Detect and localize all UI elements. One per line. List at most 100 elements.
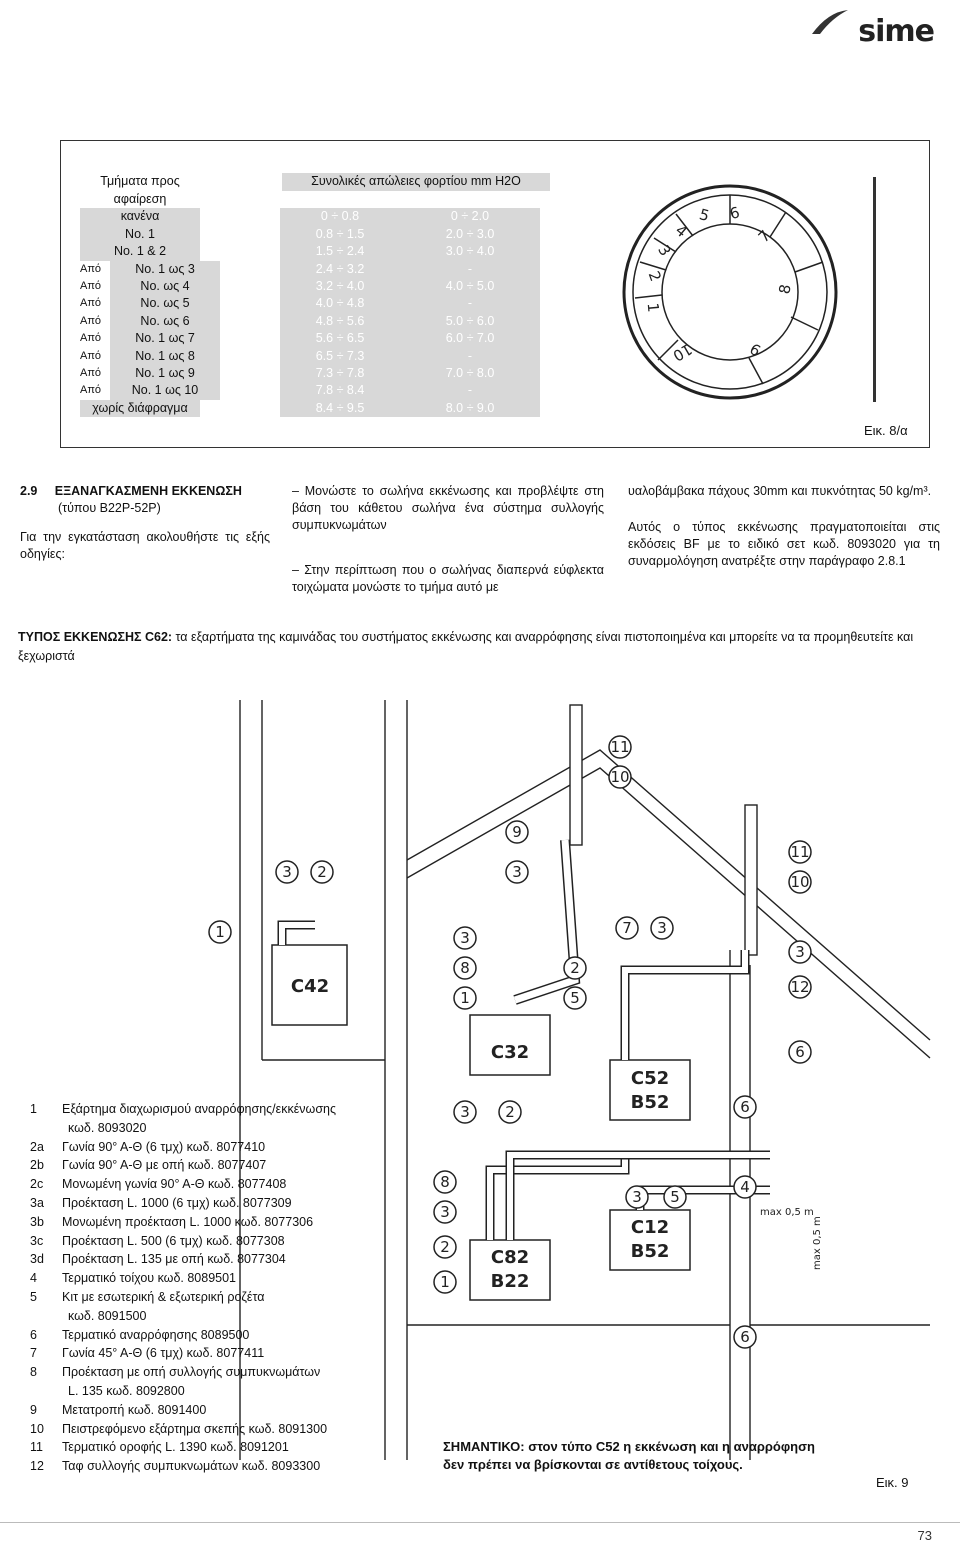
legend-number: 12: [30, 1459, 44, 1474]
legend-number: 10: [30, 1421, 44, 1436]
table-cell-25bf: -: [400, 347, 540, 365]
brand-logo: sime: [858, 14, 935, 49]
section-bullet-1: – Μονώστε το σωλήνα εκκένωσης και προβλέ…: [292, 484, 604, 532]
legend-text: Μονωμένη προέκταση L. 1000 κωδ. 8077306: [62, 1214, 314, 1229]
legend-text: Προέκταση L. 500 (6 τμχ) κωδ. 8077308: [62, 1233, 285, 1248]
svg-text:1: 1: [460, 989, 470, 1007]
table-cell-25bf: 7.0 ÷ 8.0: [400, 364, 540, 383]
section-col3-b: Αυτός ο τύπος εκκένωσης πραγματοποιείται…: [628, 520, 940, 568]
legend-item: 2a Γωνία 90° Α-Θ (6 τμχ) κωδ. 8077410: [30, 1138, 336, 1157]
legend-number: 11: [30, 1440, 43, 1455]
table-cell-30bf: 7.3 ÷ 7.8: [280, 364, 400, 383]
table-cell-30bf: 5.6 ÷ 6.5: [280, 330, 400, 348]
legend-text: L. 135 κωδ. 8092800: [68, 1383, 185, 1398]
svg-text:3: 3: [795, 943, 805, 961]
table-col1-header-2: αφαίρεση: [113, 192, 167, 206]
table-cell-25bf: 6.0 ÷ 7.0: [400, 330, 540, 348]
label-b22: B22: [491, 1271, 530, 1292]
legend-text: Ταφ συλλογής συμπυκνωμάτων κωδ. 8093300: [62, 1459, 321, 1474]
legend-text: Μονωμένη γωνία 90° Α-Θ κωδ. 8077408: [62, 1177, 287, 1192]
legend-item: L. 135 κωδ. 8092800: [30, 1382, 336, 1401]
legend-number: [30, 1382, 62, 1401]
legend-item: κωδ. 8093020: [30, 1119, 336, 1138]
svg-text:3: 3: [282, 863, 292, 881]
table-cell-30bf: 6.5 ÷ 7.3: [280, 347, 400, 365]
legend-number: 2b: [30, 1158, 44, 1173]
svg-text:10: 10: [610, 768, 629, 786]
legend-text: Γωνία 90° Α-Θ (6 τμχ) κωδ. 8077410: [62, 1139, 266, 1154]
svg-text:5: 5: [670, 1188, 680, 1206]
legend-number: 3b: [30, 1214, 44, 1229]
svg-text:6: 6: [740, 1098, 750, 1116]
table-cell-25bf: -: [400, 295, 540, 313]
table-cell-30bf: 0.8 ÷ 1.5: [280, 225, 400, 244]
section-subtitle: (τύπου B22P-52P): [58, 501, 161, 515]
table-cell-25bf: -: [400, 382, 540, 400]
table-row-prefix: Από: [80, 262, 102, 275]
legend-text: Εξάρτημα διαχωρισμού αναρρόφησης/εκκένωσ…: [62, 1102, 337, 1116]
legend-text: Τερματικό αναρρόφησης 8089500: [62, 1327, 250, 1342]
table-row-prefix: Από: [80, 297, 102, 310]
table-row-label: No. 1: [80, 225, 200, 244]
sime-logo-swoosh: [812, 10, 848, 34]
legend-number: 1: [30, 1102, 37, 1116]
dial-side-view: [873, 177, 876, 402]
legend-item: 12 Ταφ συλλογής συμπυκνωμάτων κωδ. 809330…: [30, 1457, 336, 1476]
dial-number-7: 7: [755, 227, 774, 246]
svg-text:10: 10: [790, 873, 809, 891]
table-row-prefix: Από: [80, 366, 102, 379]
table-cell-30bf: 4.8 ÷ 5.6: [280, 312, 400, 331]
c62-label: ΤΥΠΟΣ ΕΚΚΕΝΩΣΗΣ C62:: [18, 630, 173, 644]
legend-text: Προέκταση L. 135 με οπή κωδ. 8077304: [62, 1252, 286, 1267]
dial-number-6: 6: [728, 203, 742, 223]
svg-text:2: 2: [440, 1238, 450, 1256]
table-row-prefix: Από: [80, 279, 102, 292]
legend-number: 2c: [30, 1177, 44, 1192]
legend-item: 3c Προέκταση L. 500 (6 τμχ) κωδ. 8077308: [30, 1232, 336, 1251]
legend-item: 2c Μονωμένη γωνία 90° Α-Θ κωδ. 8077408: [30, 1175, 336, 1194]
table-row-label: No. 1 ως 10: [110, 382, 220, 400]
legend-number: 4: [30, 1271, 37, 1286]
table-col1-header: Τμήματα προς: [100, 174, 180, 188]
legend-number: 7: [30, 1346, 37, 1361]
section-title: ΕΞΑΝΑΓΚΑΣΜΕΝΗ ΕΚΚΕΝΩΣΗ: [54, 484, 242, 498]
figure-8a-frame: [60, 140, 930, 448]
svg-text:2: 2: [317, 863, 327, 881]
section-intro: Για την εγκατάσταση ακολουθήστε τις εξής…: [20, 530, 270, 561]
svg-text:6: 6: [740, 1328, 750, 1346]
legend-number: [30, 1119, 62, 1138]
table-cell-25bf: 5.0 ÷ 6.0: [400, 312, 540, 331]
label-c32: C32: [491, 1042, 529, 1063]
legend-number: [30, 1307, 62, 1326]
table-row-label: No. 1 ως 7: [110, 330, 220, 348]
svg-text:3: 3: [632, 1188, 642, 1206]
label-b52: B52: [631, 1092, 670, 1113]
legend-number: 3c: [30, 1233, 44, 1248]
table-row-label: No. ως 4: [110, 277, 220, 296]
section-2-9: 2.9 ΕΞΑΝΑΓΚΑΣΜΕΝΗ ΕΚΚΕΝΩΣΗ (τύπου B22P-5…: [20, 483, 270, 563]
svg-text:3: 3: [440, 1203, 450, 1221]
table-col2-header: 30 BF: [322, 192, 358, 206]
legend-text: Προέκταση με οπή συλλογής συμπυκνωμάτων: [62, 1365, 321, 1380]
note-line-1: ΣΗΜΑΝΤΙΚΟ: στον τύπο C52 η εκκένωση και …: [443, 1439, 815, 1454]
dial-number-8: 8: [775, 283, 794, 296]
table-total-header: Συνολικές απώλειες φορτίου mm H2O: [282, 173, 550, 191]
flow-restrictor-dial: 1 2 3 4 5 6 7 8 9 10: [622, 184, 838, 400]
label-c12: C12: [631, 1217, 669, 1238]
legend-number: 2a: [30, 1139, 44, 1154]
